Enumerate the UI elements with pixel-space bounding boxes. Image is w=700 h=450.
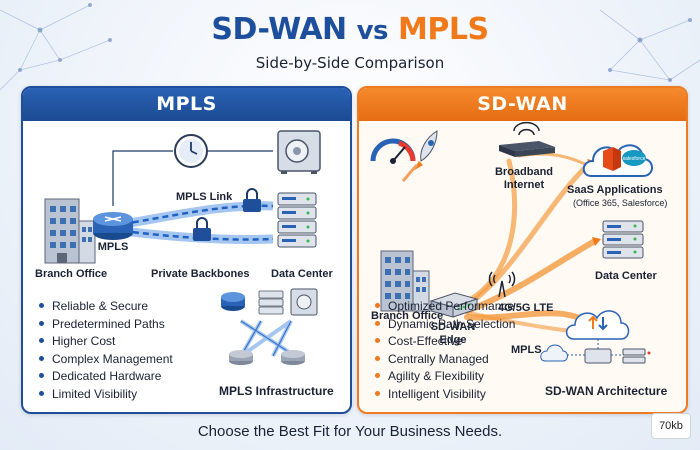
mpls-branch-office-label: Branch Office (35, 268, 108, 280)
sdwan-edge-device-icon (429, 292, 479, 318)
sdwan-data-center-label: Data Center (595, 270, 657, 282)
mpls-diagram (44, 130, 321, 365)
title-vs: vs (356, 16, 389, 46)
sdwan-edge-label-2: Edge (439, 334, 467, 346)
footer-tagline: Choose the Best Fit for Your Business Ne… (197, 423, 503, 440)
data-center-server-icon (277, 192, 317, 248)
sdwan-architecture-label: SD-WAN Architecture (545, 384, 668, 398)
clock-icon (174, 134, 208, 168)
size-badge: 70kb (651, 413, 691, 439)
mpls-link-label: MPLS Link (176, 191, 233, 203)
sdwan-branch-office-label: Branch Office (371, 310, 444, 322)
list-item: Cost-Effective (373, 333, 515, 351)
branch-office-building-icon (44, 198, 96, 264)
sdwan-panel: SD-WAN (357, 86, 688, 414)
title-mpls: MPLS (398, 12, 489, 47)
mpls-panel: MPLS (21, 86, 352, 414)
lock-icon-lower (193, 217, 211, 241)
sdwan-diagram: salesforce (370, 121, 653, 364)
safe-icon (277, 130, 321, 174)
lte-antenna-icon (488, 271, 516, 298)
list-item: Limited Visibility (37, 386, 173, 404)
salesforce-logo-icon: salesforce (622, 150, 646, 166)
mpls-backbone-label: Private Backbones (151, 268, 250, 280)
rocket-icon (401, 130, 438, 183)
lock-icon-upper (243, 188, 261, 212)
speed-gauge-icon (370, 138, 416, 164)
list-item: Agility & Flexibility (373, 368, 515, 386)
mpls-infrastructure-label: MPLS Infrastructure (219, 384, 334, 398)
list-item: Dynamic Path Selection (373, 316, 515, 334)
sdwan-feature-list: Optimized Performance Dynamic Path Selec… (373, 298, 515, 403)
list-item: Predetermined Paths (37, 316, 173, 334)
list-item: Reliable & Secure (37, 298, 173, 316)
list-item: Dedicated Hardware (37, 368, 173, 386)
sdwan-architecture-icon (540, 310, 651, 364)
mpls-data-center-label: Data Center (271, 268, 333, 280)
list-item: Complex Management (37, 351, 173, 369)
list-item: Centrally Managed (373, 351, 515, 369)
salesforce-logo-text: salesforce (623, 156, 646, 162)
mpls-infrastructure-icon (221, 288, 318, 365)
broadband-router-icon (499, 121, 555, 157)
sdwan-edge-label-1: SD-WAN (430, 321, 476, 333)
saas-applications-sublabel: (Office 365, Salesforce) (573, 198, 668, 208)
page-title: SD-WAN vs MPLS (0, 12, 700, 47)
mpls-router-label: MPLS (97, 241, 129, 253)
broadband-label-2: Internet (503, 179, 545, 191)
saas-applications-label: SaaS Applications (567, 184, 663, 196)
sdwan-data-center-server-icon (602, 220, 644, 259)
mpls-top-line (112, 150, 273, 206)
mpls-router-icon (93, 212, 133, 240)
mpls-panel-heading: MPLS (23, 88, 350, 121)
lte-label: 4G/5G LTE (498, 302, 554, 314)
sdwan-mpls-label: MPLS (511, 344, 542, 356)
list-item: Higher Cost (37, 333, 173, 351)
broadband-label-1: Broadband (494, 166, 554, 178)
title-sdwan: SD-WAN (211, 12, 347, 47)
sdwan-panel-heading: SD-WAN (359, 88, 686, 121)
list-item: Intelligent Visibility (373, 386, 515, 404)
office-365-logo-icon (603, 147, 621, 171)
page-subtitle: Side-by-Side Comparison (255, 54, 445, 72)
mpls-feature-list: Reliable & Secure Predetermined Paths Hi… (37, 298, 173, 403)
list-item: Optimized Performance (373, 298, 515, 316)
sdwan-branch-office-building-icon (380, 250, 430, 312)
